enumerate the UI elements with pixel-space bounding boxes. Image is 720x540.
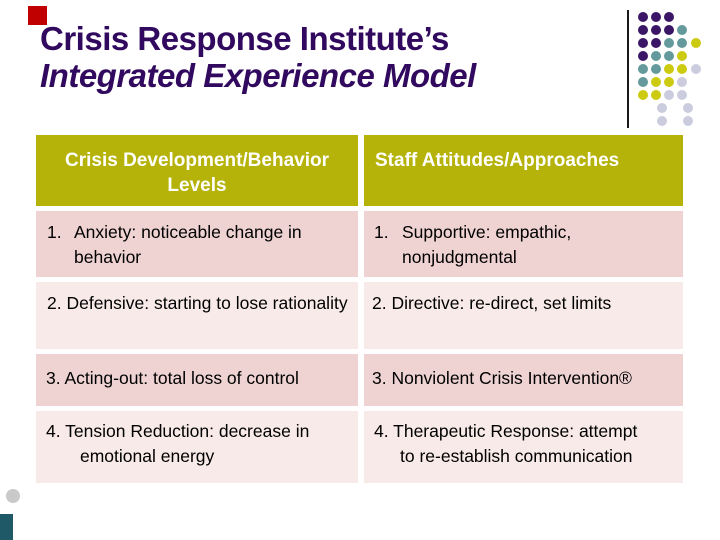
red-square-accent [28, 6, 47, 25]
dot [638, 51, 648, 61]
table-row3-staff-cell: 3. Nonviolent Crisis Intervention® [364, 354, 683, 406]
dot [691, 38, 701, 48]
dot [651, 64, 661, 74]
bullet-circle-decoration [6, 489, 20, 503]
dot [664, 77, 674, 87]
dot [638, 64, 648, 74]
row1-staff-number: 1. [374, 222, 389, 242]
dot [651, 77, 661, 87]
dot [664, 51, 674, 61]
dot [651, 38, 661, 48]
comparison-table: Crisis Development/Behavior Levels Staff… [36, 135, 683, 483]
dot [664, 12, 674, 22]
dot [638, 77, 648, 87]
dot [638, 25, 648, 35]
dot [664, 64, 674, 74]
dot [677, 38, 687, 48]
row1-staff-text: Supportive: empathic, nonjudgmental [402, 222, 572, 267]
dot [677, 64, 687, 74]
dot [677, 77, 687, 87]
dot [683, 103, 693, 113]
table-row3-crisis-cell: 3. Acting-out: total loss of control [36, 354, 358, 406]
title-line-2: Integrated Experience Model [40, 57, 476, 94]
table-header-crisis-levels: Crisis Development/Behavior Levels [36, 135, 358, 206]
table-row2-staff-cell: 2. Directive: re-direct, set limits [364, 282, 683, 349]
table-header-staff-approaches: Staff Attitudes/Approaches [364, 135, 683, 206]
dot [683, 116, 693, 126]
dot [691, 64, 701, 74]
page-title: Crisis Response Institute’s Integrated E… [40, 20, 620, 94]
table-row4-staff-cell: 4. Therapeutic Response: attempt to re-e… [364, 411, 683, 483]
dot [651, 25, 661, 35]
dot [638, 12, 648, 22]
row1-crisis-number: 1. [47, 222, 62, 242]
table-row2-crisis-cell: 2. Defensive: starting to lose rationali… [36, 282, 358, 349]
dot [638, 38, 648, 48]
table-row4-crisis-cell: 4. Tension Reduction: decrease in emotio… [36, 411, 358, 483]
dot [638, 90, 648, 100]
dot [657, 103, 667, 113]
dot [657, 116, 667, 126]
corner-rectangle-decoration [0, 514, 13, 540]
table-row1-staff-cell: 1. Supportive: empathic, nonjudgmental [364, 211, 683, 277]
dot [677, 51, 687, 61]
dot [664, 25, 674, 35]
dot [651, 51, 661, 61]
row1-crisis-text: Anxiety: noticeable change in behavior [74, 222, 302, 267]
dot [677, 90, 687, 100]
dot [651, 90, 661, 100]
dot [677, 25, 687, 35]
dot [651, 12, 661, 22]
vertical-divider-line [627, 10, 629, 128]
dot [664, 90, 674, 100]
dot [664, 38, 674, 48]
title-line-1: Crisis Response Institute’s [40, 20, 449, 57]
table-row1-crisis-cell: 1. Anxiety: noticeable change in behavio… [36, 211, 358, 277]
